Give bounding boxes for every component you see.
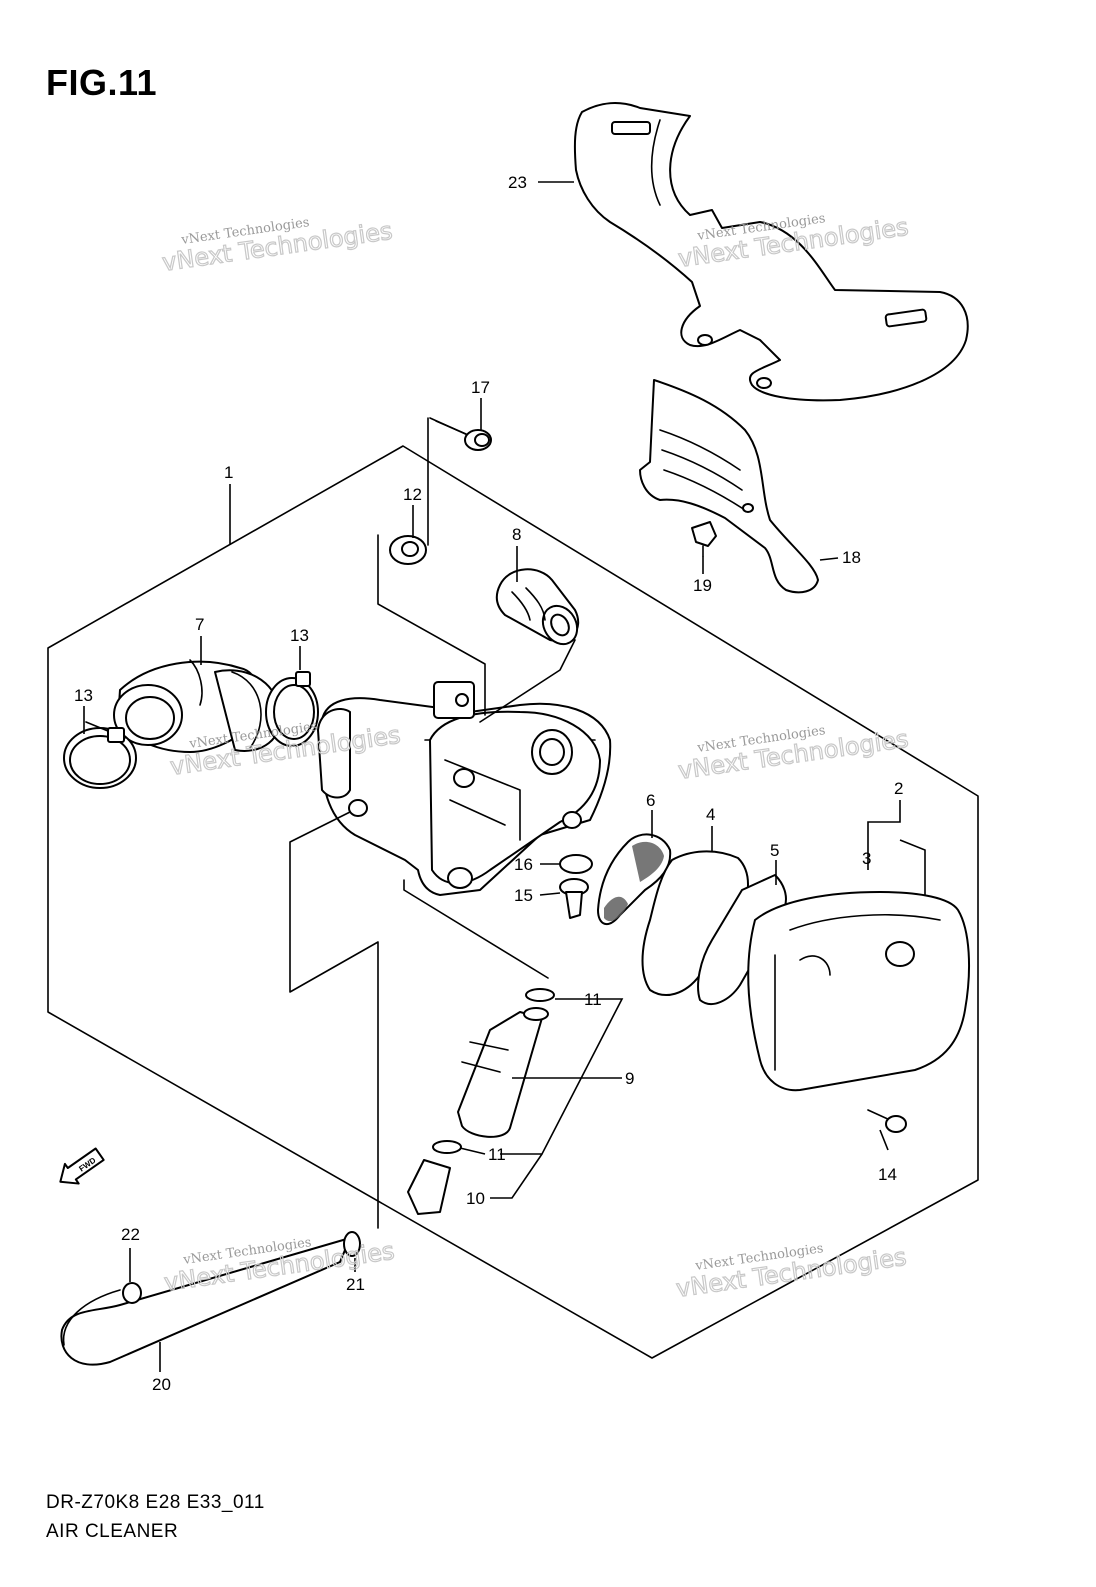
callout-4: 4	[706, 805, 715, 824]
callout-6: 6	[646, 791, 655, 810]
callout-5: 5	[770, 841, 779, 860]
figure-title: FIG.11	[46, 62, 158, 103]
side-bracket-part-18	[639, 379, 819, 594]
callout-13-left: 13	[74, 686, 93, 705]
air-cleaner-housing	[317, 681, 612, 896]
callout-13-upper: 13	[290, 626, 309, 645]
callout-10: 10	[466, 1189, 485, 1208]
clip-part-21	[343, 1231, 361, 1257]
screw-part-14	[867, 1109, 907, 1133]
callout-11-lower: 11	[488, 1145, 506, 1164]
plug-part-10	[407, 1159, 451, 1215]
callout-15: 15	[514, 886, 533, 905]
callout-12: 12	[403, 485, 422, 504]
callout-2: 2	[894, 779, 903, 798]
callout-1: 1	[224, 463, 233, 482]
drain-hose-part-9	[457, 1007, 549, 1138]
model-code-label: DR-Z70K8 E28 E33_011	[46, 1492, 265, 1513]
callout-16: 16	[514, 855, 533, 874]
clip-part-11-upper	[525, 988, 555, 1002]
callout-22: 22	[121, 1225, 140, 1244]
fitting-part-8	[495, 568, 580, 646]
clamp-part-13-left	[63, 721, 137, 789]
element-part-4	[641, 850, 749, 996]
callout-7: 7	[195, 615, 204, 634]
intake-boot-part-7	[113, 659, 282, 753]
breather-hose-part-20	[60, 1237, 351, 1366]
assembly-boundary	[47, 445, 979, 1359]
callout-17: 17	[471, 378, 490, 397]
leader-lines	[83, 181, 926, 1372]
assembly-name-label: AIR CLEANER	[46, 1521, 179, 1542]
gasket-part-5	[697, 874, 787, 1005]
clip-part-19	[691, 521, 717, 557]
clip-part-11-lower	[432, 1140, 462, 1154]
element-mesh-part-6	[597, 833, 672, 925]
callout-19: 19	[693, 576, 712, 595]
screw-part-17	[429, 417, 492, 451]
callout-18: 18	[842, 548, 861, 567]
callout-14: 14	[878, 1165, 897, 1184]
callout-21: 21	[346, 1275, 365, 1294]
o-ring-part-16	[559, 854, 593, 874]
bracket-part-23	[573, 102, 969, 402]
reference-lines	[289, 417, 576, 1229]
callout-11-upper: 11	[584, 990, 602, 1009]
callout-20: 20	[152, 1375, 171, 1394]
drain-plug-part-15	[559, 878, 589, 919]
clamp-part-13-upper	[265, 671, 319, 747]
grommet-part-12	[389, 535, 427, 565]
callout-9: 9	[625, 1069, 634, 1088]
forward-arrow-icon: FWD	[59, 1147, 105, 1185]
callout-8: 8	[512, 525, 521, 544]
callout-labels: 23 1 12 17 8 7 13 13 18 19 6 4 5 2 3 16 …	[74, 173, 903, 1394]
callout-3: 3	[862, 849, 871, 868]
clip-part-22	[122, 1282, 142, 1304]
cover-part-2-3	[747, 891, 971, 1092]
callout-23: 23	[508, 173, 527, 192]
